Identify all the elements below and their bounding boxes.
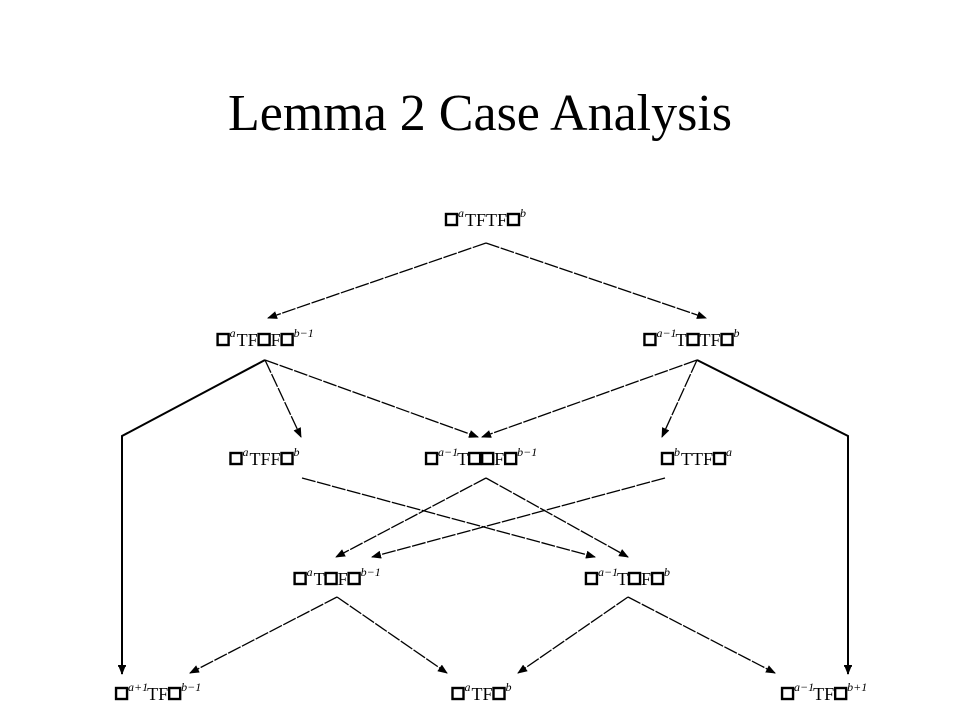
- node-superscript: a−1: [656, 326, 676, 340]
- edge-l2c-to-l3a: [371, 477, 666, 559]
- diagram-node-l1b: a−1T TF b: [643, 326, 740, 350]
- slide-title: Lemma 2 Case Analysis: [227, 85, 733, 142]
- blank-square-icon: [280, 332, 294, 347]
- node-letters: T: [314, 569, 325, 589]
- node-superscript: b: [294, 445, 300, 459]
- blank-square-icon: [643, 332, 657, 347]
- node-superscript: a−1: [438, 445, 458, 459]
- node-superscript: b: [520, 206, 526, 220]
- node-superscript: a−1: [794, 680, 814, 694]
- node-letters: F: [641, 569, 651, 589]
- blank-square-icon: [114, 686, 129, 701]
- blank-square-icon: [467, 451, 482, 466]
- edges-layer: [118, 242, 852, 675]
- node-letters: T: [676, 330, 687, 350]
- node-letters: T: [617, 569, 628, 589]
- blank-square-icon: [229, 451, 243, 466]
- edge-l3a-to-l4b: [336, 596, 448, 674]
- blank-square-icon: [833, 686, 848, 701]
- blank-square-icon: [780, 686, 795, 701]
- node-superscript: b−1: [517, 445, 537, 459]
- node-superscript: b: [664, 565, 670, 579]
- node-letters: TF: [147, 684, 168, 704]
- node-letters: F: [494, 449, 504, 469]
- node-superscript: b: [506, 680, 512, 694]
- blank-square-icon: [451, 686, 465, 701]
- diagram-node-l4c: a−1TF b+1: [780, 680, 867, 704]
- node-superscript: b−1: [361, 565, 381, 579]
- edge-l2b-to-l3b: [485, 477, 629, 558]
- node-letters: F: [271, 330, 281, 350]
- blank-square-icon: [584, 571, 599, 586]
- diagram-node-l4a: a+1TF b−1: [114, 680, 201, 704]
- edge-l1a-to-l4a: [118, 359, 266, 675]
- edge-l1b-to-l2b: [481, 359, 698, 438]
- edge-l3b-to-l4b: [517, 596, 629, 674]
- edge-l3a-to-l4a: [189, 596, 338, 674]
- edge-l1a-to-l2a: [264, 359, 302, 438]
- blank-square-icon: [503, 451, 518, 466]
- node-letters: TF: [813, 684, 834, 704]
- blank-square-icon: [347, 571, 361, 586]
- blank-square-icon: [293, 571, 307, 586]
- node-superscript: b−1: [294, 326, 314, 340]
- node-superscript: a: [230, 326, 236, 340]
- blank-square-icon: [712, 451, 727, 466]
- node-superscript: a−1: [598, 565, 618, 579]
- node-letters: TF: [237, 330, 258, 350]
- blank-square-icon: [480, 451, 495, 466]
- node-superscript: a: [458, 206, 464, 220]
- blank-square-icon: [660, 451, 675, 466]
- edge-l2a-to-l3b: [301, 477, 596, 559]
- blank-square-icon: [257, 332, 271, 347]
- blank-square-icon: [506, 212, 521, 227]
- node-superscript: b−1: [181, 680, 201, 694]
- node-superscript: a: [726, 445, 732, 459]
- blank-square-icon: [627, 571, 642, 586]
- blank-square-icon: [686, 332, 700, 347]
- blank-square-icon: [424, 451, 439, 466]
- node-superscript: a: [464, 680, 470, 694]
- node-superscript: b: [734, 326, 740, 340]
- node-letters: TF: [471, 684, 492, 704]
- node-letters: TTF: [681, 449, 713, 469]
- blank-square-icon: [650, 571, 665, 586]
- edge-root-to-l1a: [267, 242, 487, 319]
- node-letters: TFF: [249, 449, 280, 469]
- blank-square-icon: [324, 571, 338, 586]
- node-superscript: a: [307, 565, 313, 579]
- blank-square-icon: [216, 332, 230, 347]
- node-superscript: b: [674, 445, 680, 459]
- blank-square-icon: [444, 212, 459, 227]
- node-letters: TFTF: [465, 210, 507, 230]
- node-letters: TF: [700, 330, 721, 350]
- edge-l3b-to-l4c: [627, 596, 776, 674]
- edge-l1b-to-l4c: [696, 359, 852, 675]
- edge-l1b-to-l2c: [661, 359, 698, 438]
- blank-square-icon: [167, 686, 182, 701]
- edge-l1a-to-l2b: [264, 359, 479, 438]
- edge-root-to-l1b: [485, 242, 707, 319]
- node-superscript: b+1: [847, 680, 867, 694]
- blank-square-icon: [720, 332, 734, 347]
- node-letters: T: [457, 449, 468, 469]
- edge-l2b-to-l3a: [335, 477, 487, 558]
- node-superscript: a: [242, 445, 248, 459]
- blank-square-icon: [280, 451, 294, 466]
- node-superscript: a+1: [128, 680, 148, 694]
- blank-square-icon: [492, 686, 506, 701]
- node-letters: F: [338, 569, 348, 589]
